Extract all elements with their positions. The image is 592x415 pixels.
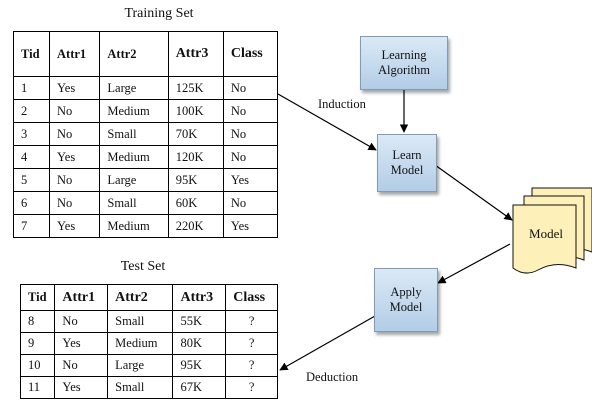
learn-model-line-1: Learn bbox=[392, 148, 422, 162]
table-cell-attr1: No bbox=[48, 99, 101, 123]
table-cell-attr1: No bbox=[48, 191, 101, 215]
table-cell-attr1: No bbox=[48, 168, 101, 192]
learning-algorithm-line-1: Learning bbox=[381, 48, 427, 62]
column-header-attr3: Attr3 bbox=[172, 284, 227, 311]
table-cell-attr3: 67K bbox=[172, 376, 227, 399]
apply-model-box: Apply Model bbox=[374, 268, 438, 332]
learn-model-line-2: Model bbox=[390, 163, 424, 177]
column-header-attr2: Attr2 bbox=[99, 31, 169, 77]
table-cell-class: ? bbox=[225, 332, 278, 355]
learn-model-box: Learn Model bbox=[377, 134, 437, 192]
table-cell-attr3: 220K bbox=[167, 214, 224, 238]
table-cell-attr3: 95K bbox=[167, 168, 224, 192]
table-cell-attr2: Medium bbox=[99, 214, 169, 238]
model-to-apply-arrow bbox=[437, 243, 511, 284]
column-header-attr1: Attr1 bbox=[48, 31, 101, 77]
apply-model-line-1: Apply bbox=[390, 285, 422, 299]
table-cell-tid: 11 bbox=[19, 376, 56, 399]
learning-algorithm-line-2: Algorithm bbox=[377, 63, 431, 77]
table-cell-class: No bbox=[222, 145, 279, 169]
test-set-title: Test Set bbox=[120, 259, 166, 274]
table-cell-attr1: No bbox=[48, 122, 101, 146]
training-set-title: Training Set bbox=[124, 6, 194, 21]
table-cell-class: No bbox=[222, 76, 279, 100]
table-cell-attr1: Yes bbox=[48, 76, 101, 100]
model-label: Model bbox=[529, 226, 563, 241]
column-header-tid: Tid bbox=[19, 284, 56, 311]
table-cell-tid: 7 bbox=[13, 214, 50, 238]
table-cell-tid: 10 bbox=[19, 354, 56, 377]
table-cell-class: Yes bbox=[222, 168, 279, 192]
induction-arrow bbox=[277, 93, 377, 151]
table-cell-attr3: 120K bbox=[167, 145, 224, 169]
table-cell-attr2: Small bbox=[107, 376, 174, 399]
column-header-class: Class bbox=[225, 284, 278, 311]
table-cell-attr3: 125K bbox=[167, 76, 224, 100]
deduction-label: Deduction bbox=[306, 370, 359, 384]
learning-algorithm-box: Learning Algorithm bbox=[360, 36, 448, 90]
table-cell-attr1: Yes bbox=[48, 214, 101, 238]
learn-to-model-arrow bbox=[434, 164, 513, 221]
deduction-arrow bbox=[279, 315, 376, 371]
column-header-attr3: Attr3 bbox=[167, 31, 224, 77]
table-cell-class: ? bbox=[225, 376, 278, 399]
table-cell-class: Yes bbox=[222, 214, 279, 238]
table-cell-attr2: Large bbox=[99, 168, 169, 192]
table-cell-attr2: Medium bbox=[107, 332, 174, 355]
apply-model-line-2: Model bbox=[389, 300, 423, 314]
table-cell-attr2: Large bbox=[99, 76, 169, 100]
column-header-class: Class bbox=[222, 31, 279, 77]
table-cell-attr2: Medium bbox=[99, 99, 169, 123]
table-cell-class: No bbox=[222, 191, 279, 215]
model-document-stack bbox=[512, 187, 592, 274]
table-cell-attr3: 95K bbox=[172, 354, 227, 377]
induction-label: Induction bbox=[318, 97, 366, 111]
